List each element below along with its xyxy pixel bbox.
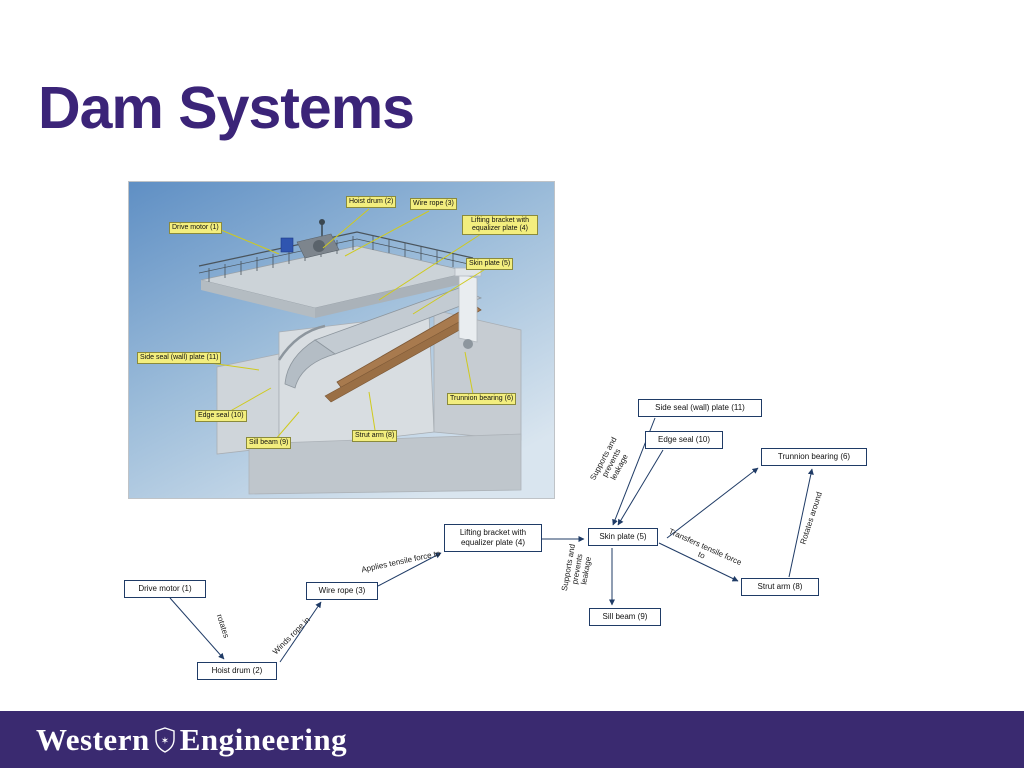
page-title: Dam Systems [38,75,415,141]
node-hoist-drum: Hoist drum (2) [197,662,277,680]
edge-label-supports-lower: Supports and prevents leakage [559,543,593,592]
cad-label-side-seal: Side seal (wall) plate (11) [137,352,222,365]
dam-cad-figure: Drive motor (1) Hoist drum (2) Wire rope… [128,181,555,499]
cad-label-hoist-drum: Hoist drum (2) [346,196,397,209]
edge-label-rotates-around: Rotates around [798,490,824,546]
cad-label-trunnion-bearing: Trunnion bearing (6) [447,393,517,406]
edge-label-winds-rope-in: Winds rope in [270,615,312,657]
edge-label-rotates: rotates [214,613,231,640]
brand-engineering: Engineering [179,721,348,757]
cad-label-strut-arm: Strut arm (8) [352,430,398,443]
node-strut-arm: Strut arm (8) [741,578,819,596]
node-skin-plate: Skin plate (5) [588,528,658,546]
edge-label-supports-upper: Supports and prevents leakage [588,435,630,482]
cad-label-lifting-bracket: Lifting bracket with equalizer plate (4) [462,215,538,236]
cad-label-drive-motor: Drive motor (1) [169,222,222,235]
node-edge-seal: Edge seal (10) [645,431,723,449]
node-wire-rope: Wire rope (3) [306,582,378,600]
cad-label-skin-plate: Skin plate (5) [466,258,514,271]
node-sill-beam: Sill beam (9) [589,608,661,626]
node-trunnion-bearing: Trunnion bearing (6) [761,448,867,466]
western-shield-icon: ✶ [155,726,175,753]
node-drive-motor: Drive motor (1) [124,580,206,598]
edge-label-transfers-tensile: Transfers tensile force to [667,526,743,568]
node-lifting-bracket: Lifting bracket with equalizer plate (4) [444,524,542,552]
edge-label-applies-tensile: Applies tensile force to [360,548,442,575]
brand-western: Western [36,721,150,757]
svg-text:✶: ✶ [161,736,169,747]
footer-bar: Western ✶ Engineering [0,711,1024,768]
cad-label-wire-rope: Wire rope (3) [410,198,457,211]
cad-label-edge-seal: Edge seal (10) [195,410,247,423]
cad-label-sill-beam: Sill beam (9) [246,437,292,450]
node-side-seal: Side seal (wall) plate (11) [638,399,762,417]
